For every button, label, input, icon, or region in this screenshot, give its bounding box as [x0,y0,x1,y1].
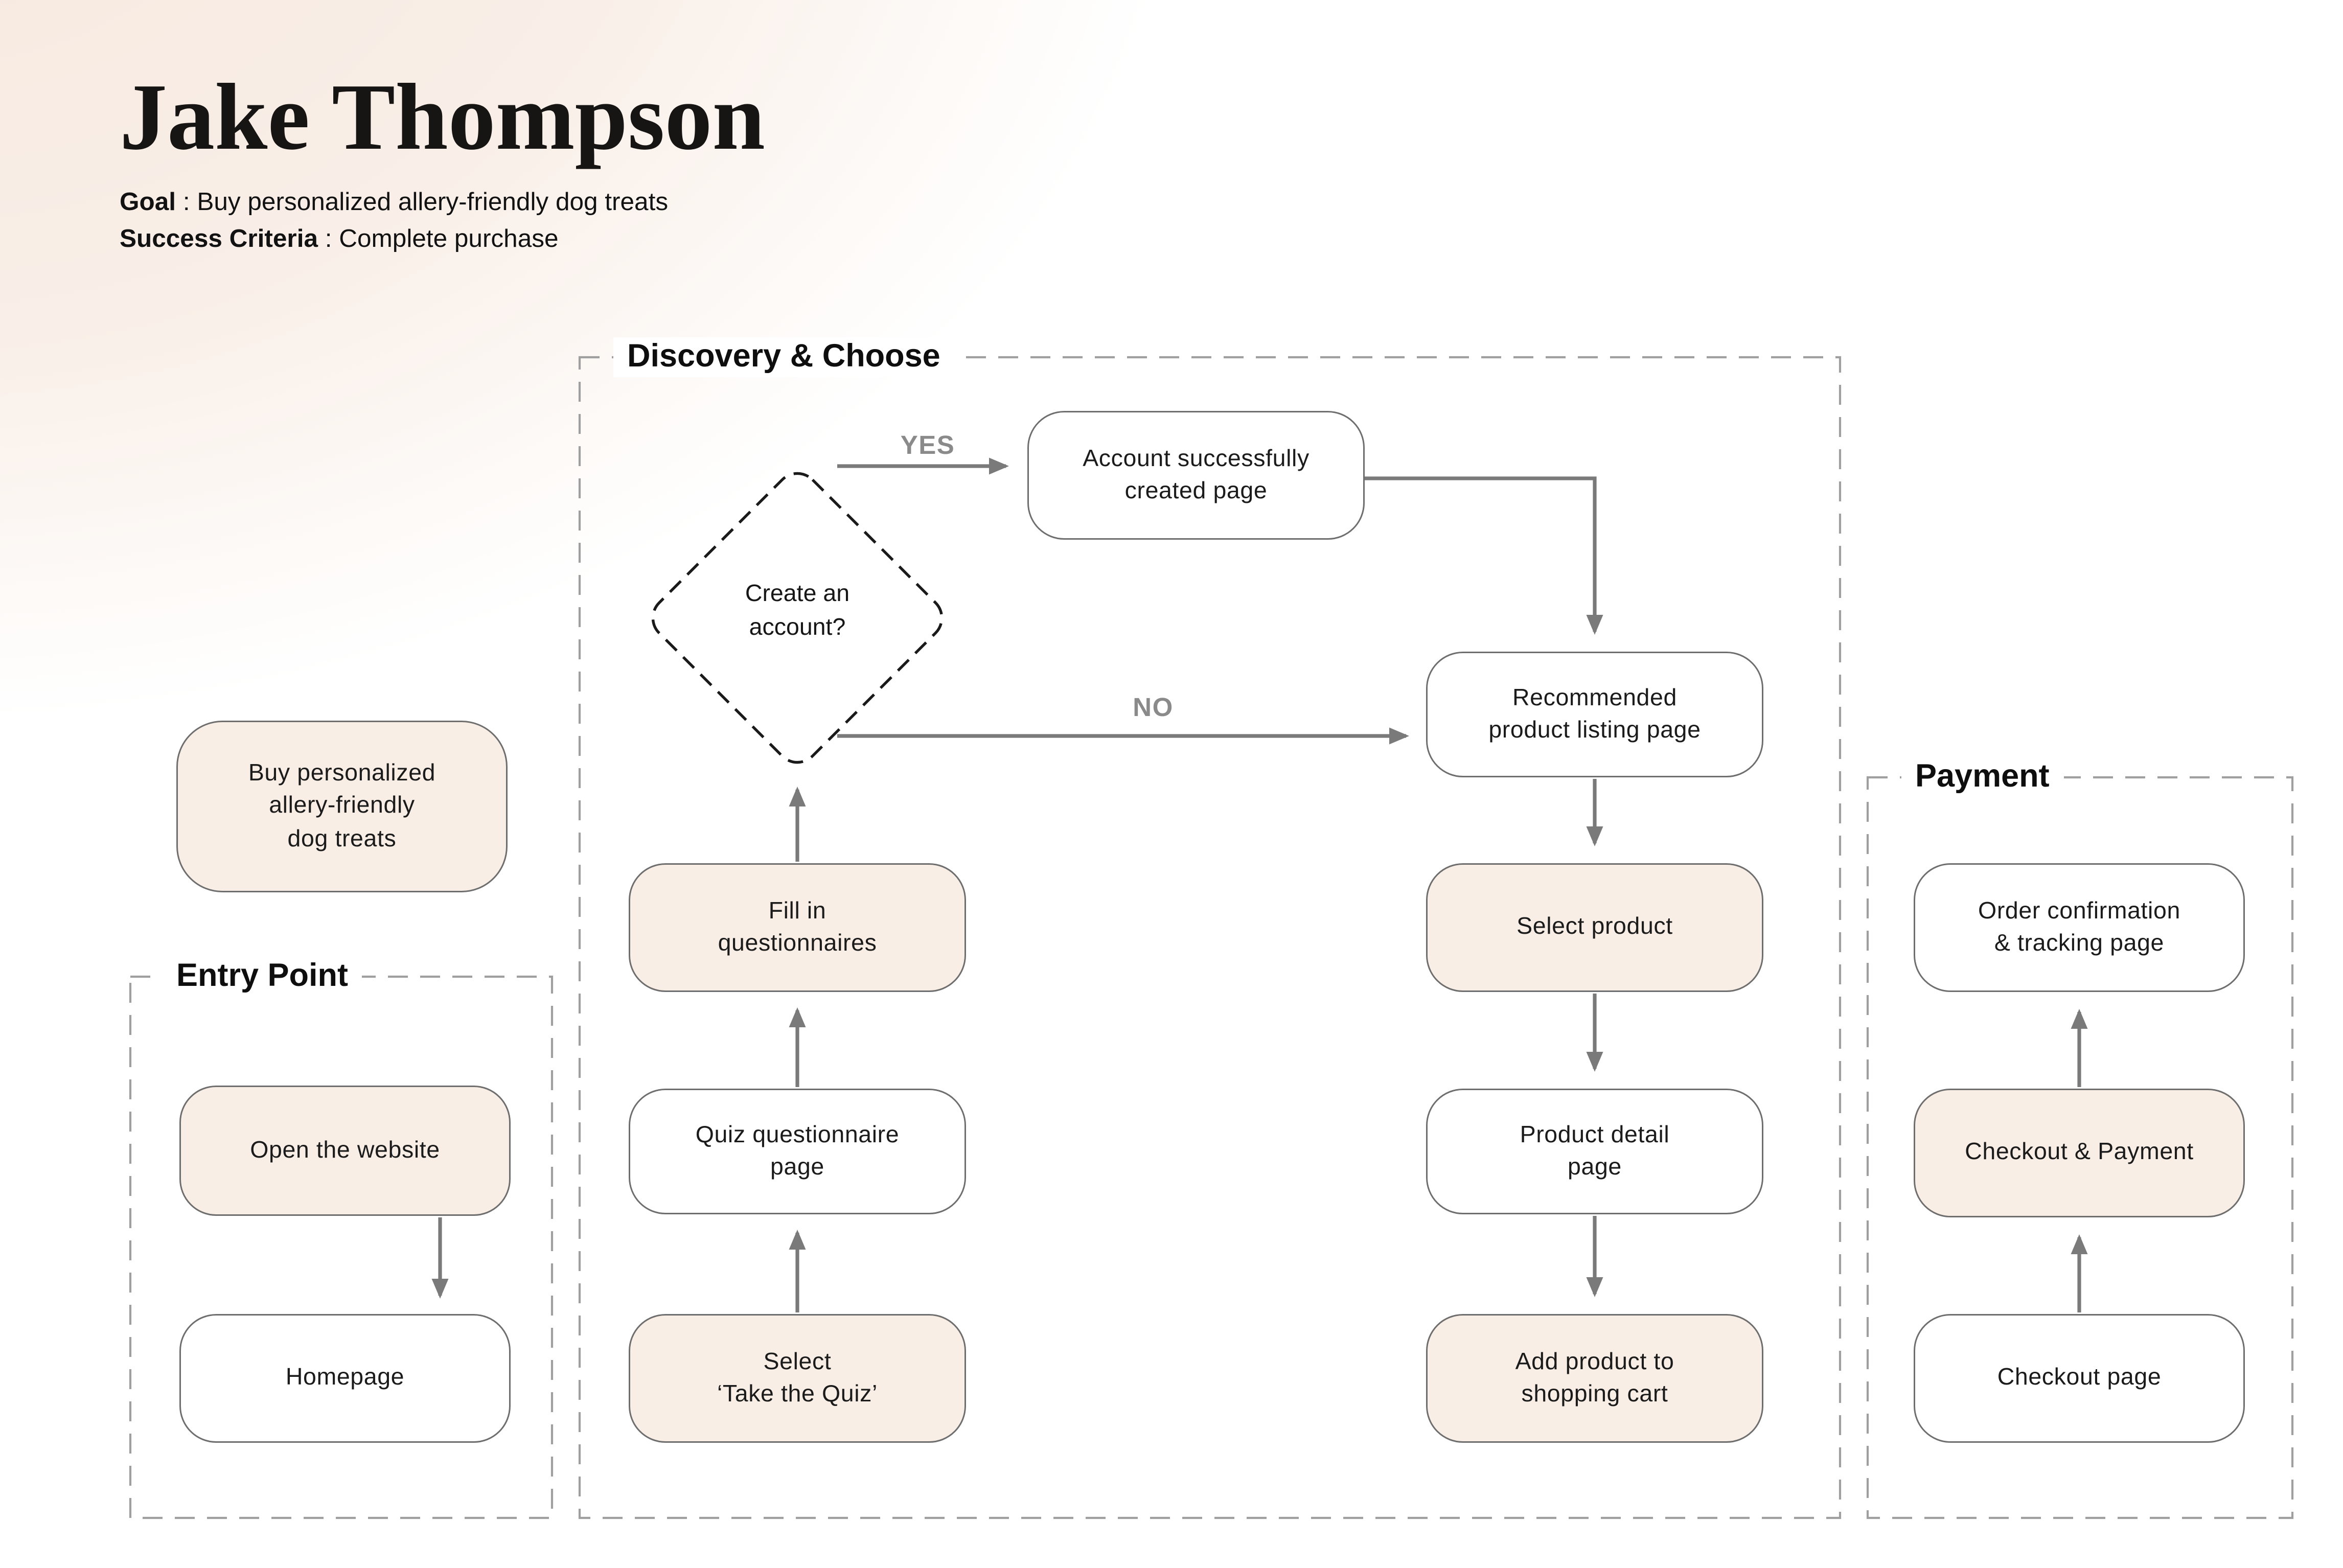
decision-create-account-label: Create an account? [745,581,850,641]
node-fill-in-questionnaires: Fill in questionnaires [629,863,966,992]
decision-diamond [651,472,944,764]
success-separator: : [317,225,339,253]
node-goal-buy-treats: Buy personalized allery-friendly dog tre… [176,721,508,892]
goal-label: Goal [120,189,176,216]
node-checkout-page: Checkout page [1914,1314,2245,1443]
node-checkout-and-payment: Checkout & Payment [1914,1089,2245,1217]
success-criteria-line: Success Criteria : Complete purchase [120,221,765,258]
success-criteria-label: Success Criteria [120,225,318,253]
node-open-the-website: Open the website [179,1086,511,1216]
node-recommended-listing-page: Recommended product listing page [1426,652,1763,777]
section-title-payment: Payment [1901,757,2063,797]
node-select-take-the-quiz: Select ‘Take the Quiz’ [629,1314,966,1443]
payment-section-frame [1866,776,2294,1519]
section-title-entry-point: Entry Point [163,957,362,997]
node-product-detail-page: Product detail page [1426,1089,1763,1214]
goal-separator: : [176,189,197,216]
node-add-product-to-cart: Add product to shopping cart [1426,1314,1763,1443]
section-title-discovery-choose: Discovery & Choose [613,337,954,377]
node-account-created-page: Account successfully created page [1027,411,1365,540]
branch-label-no: NO [1133,693,1174,722]
persona-header: Jake Thompson Goal : Buy personalized al… [120,67,765,258]
success-criteria-text: Complete purchase [339,225,559,253]
node-order-confirmation-page: Order confirmation & tracking page [1914,863,2245,992]
goal-line: Goal : Buy personalized allery-friendly … [120,184,765,221]
branch-label-yes: YES [900,431,955,460]
node-select-product: Select product [1426,863,1763,992]
persona-name: Jake Thompson [120,66,765,170]
goal-text: Buy personalized allery-friendly dog tre… [197,189,669,216]
discovery-section-frame [578,356,1842,1519]
node-quiz-questionnaire-page: Quiz questionnaire page [629,1089,966,1214]
node-homepage: Homepage [179,1314,511,1443]
arrow-account-created-to-recommended-listing [1365,476,1603,635]
